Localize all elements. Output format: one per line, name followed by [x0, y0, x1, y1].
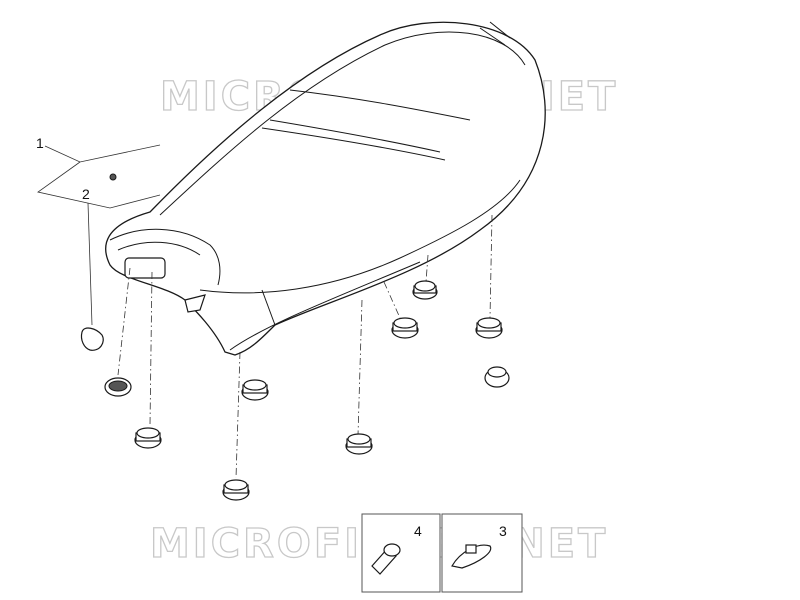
rubber-cap [80, 327, 104, 351]
buffer-7 [345, 433, 373, 455]
callout-1-leader [37, 144, 161, 209]
buffer-5 [241, 379, 269, 401]
detail-box-4: 4 [361, 513, 441, 593]
seat [105, 21, 546, 356]
alignment-lines [117, 214, 493, 479]
callout-2: 2 [82, 186, 90, 202]
buffer-8 [222, 479, 250, 501]
buffer-3 [475, 317, 503, 339]
callout-4: 4 [414, 523, 422, 539]
buffer-1 [412, 280, 438, 300]
small-screw-part [109, 173, 117, 181]
rubber-buffers [80, 280, 510, 501]
buffer-4 [484, 366, 510, 388]
ribbed-buffer [104, 377, 132, 397]
callout-3: 3 [499, 523, 507, 539]
buffer-2 [391, 317, 419, 339]
detail-box-3: 3 [441, 513, 523, 593]
callout-2-leader [87, 202, 93, 326]
buffer-6 [134, 427, 162, 449]
callout-1: 1 [36, 135, 44, 151]
